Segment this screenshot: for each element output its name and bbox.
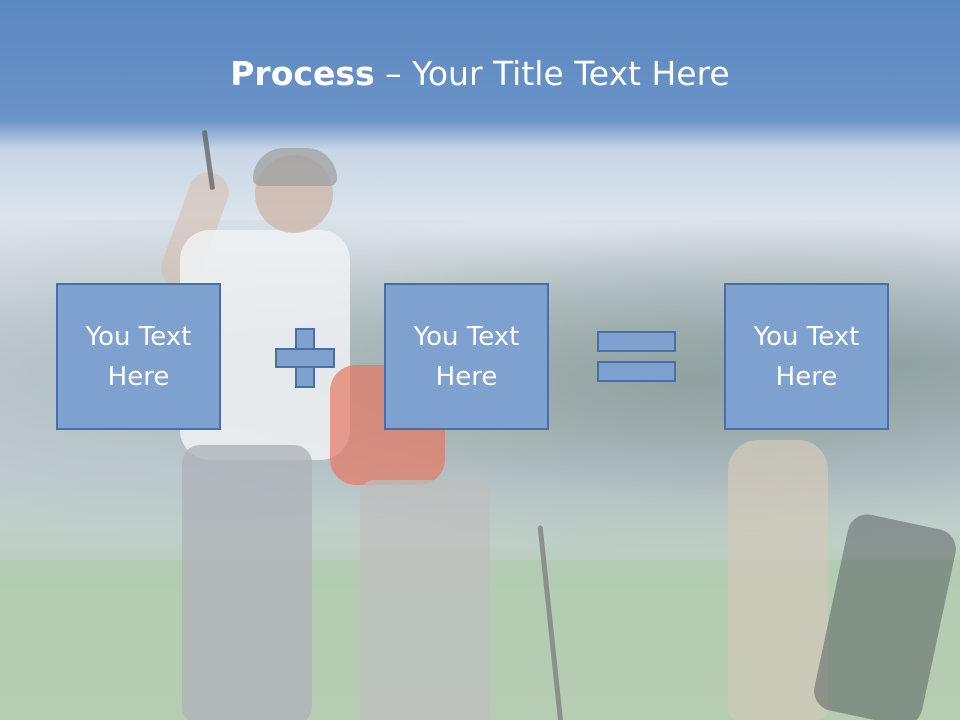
plus-center — [297, 350, 313, 366]
process-box-1[interactable]: You Text Here — [56, 283, 221, 430]
equals-bottom-bar — [597, 361, 676, 382]
slide-title[interactable]: Process – Your Title Text Here — [0, 50, 960, 98]
title-rest: – Your Title Text Here — [374, 54, 730, 93]
title-bold: Process — [230, 54, 375, 93]
process-box-3-text: You Text Here — [753, 321, 860, 392]
process-box-2[interactable]: You Text Here — [384, 283, 549, 430]
woman-pants — [360, 480, 490, 720]
process-box-1-text: You Text Here — [85, 321, 192, 392]
process-box-3[interactable]: You Text Here — [724, 283, 889, 430]
plus-icon — [275, 328, 335, 388]
golfer-pants — [182, 445, 312, 720]
equals-icon — [597, 331, 676, 383]
equals-top-bar — [597, 331, 676, 352]
process-box-2-text: You Text Here — [413, 321, 520, 392]
golf-bag — [728, 440, 828, 720]
golfer-cap — [253, 148, 337, 186]
